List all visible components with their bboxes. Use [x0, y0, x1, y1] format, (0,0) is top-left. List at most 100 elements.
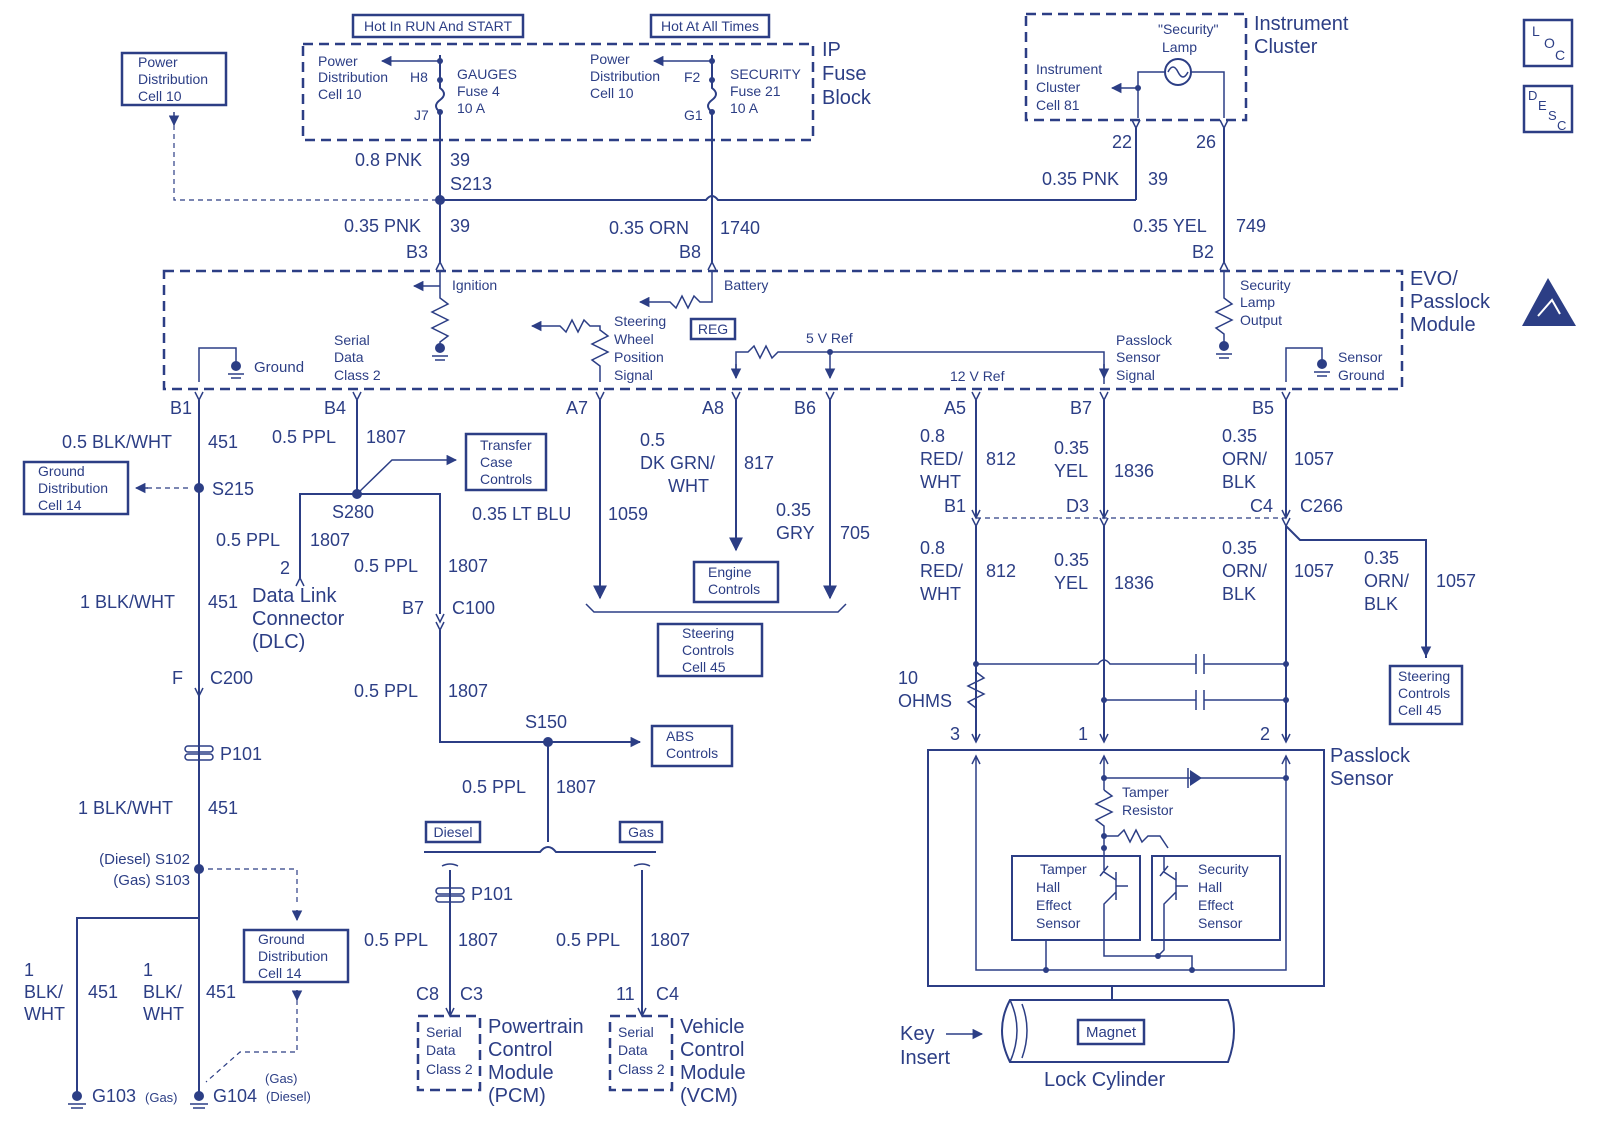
svg-text:D3: D3	[1066, 496, 1089, 516]
svg-text:P101: P101	[220, 744, 262, 764]
svg-text:L: L	[1532, 23, 1540, 39]
svg-text:Power: Power	[138, 54, 178, 70]
svg-text:BLK: BLK	[1222, 472, 1256, 492]
steering-controls-cell-45-right-box[interactable]: Steering Controls Cell 45	[1388, 664, 1464, 726]
svg-text:(Diesel) S102: (Diesel) S102	[99, 851, 190, 868]
abs-controls-box[interactable]: ABS Controls	[650, 724, 734, 768]
svg-text:Controls: Controls	[666, 745, 718, 761]
svg-text:C: C	[1557, 118, 1566, 133]
ground-distribution-cell-14-bottom[interactable]: Ground Distribution Cell 14	[242, 928, 350, 984]
svg-text:Cell 10: Cell 10	[138, 88, 182, 104]
svg-text:2: 2	[280, 558, 290, 578]
svg-text:Data: Data	[334, 349, 364, 365]
svg-text:749: 749	[1236, 216, 1266, 236]
transfer-case-controls-box[interactable]: Transfer Case Controls	[464, 432, 548, 492]
svg-text:Steering: Steering	[1398, 668, 1450, 684]
svg-text:Security: Security	[1198, 861, 1249, 877]
security-hall-sensor: Security Hall Effect Sensor	[1151, 855, 1281, 941]
svg-text:A7: A7	[566, 398, 588, 418]
svg-text:Insert: Insert	[900, 1047, 950, 1069]
svg-text:1057: 1057	[1294, 561, 1334, 581]
loc-icon[interactable]: L O C	[1522, 18, 1574, 68]
svg-text:Distribution: Distribution	[258, 948, 328, 964]
passlock-sensor: Passlock Sensor Tamper Resistor Tamper H…	[927, 745, 1411, 1000]
svg-text:(Diesel): (Diesel)	[266, 1089, 311, 1104]
svg-text:B5: B5	[1252, 398, 1274, 418]
svg-text:Cell 14: Cell 14	[38, 497, 82, 513]
svg-text:2: 2	[1260, 724, 1270, 744]
svg-text:Module: Module	[1410, 314, 1476, 336]
svg-text:0.5 PPL: 0.5 PPL	[272, 427, 336, 447]
esd-warning-icon	[1522, 278, 1576, 326]
svg-text:Control: Control	[680, 1039, 744, 1061]
svg-text:451: 451	[88, 982, 118, 1002]
svg-text:ORN/: ORN/	[1222, 449, 1267, 469]
gas-label: Gas	[618, 820, 664, 844]
svg-text:0.35: 0.35	[1364, 548, 1399, 568]
svg-text:Block: Block	[822, 87, 872, 109]
svg-text:Distribution: Distribution	[38, 480, 108, 496]
svg-text:Cell 10: Cell 10	[318, 86, 362, 102]
svg-text:Effect: Effect	[1036, 897, 1072, 913]
p101-connector-bottom	[435, 887, 465, 903]
svg-text:0.35 PNK: 0.35 PNK	[344, 216, 421, 236]
svg-text:1: 1	[1078, 724, 1088, 744]
power-distribution-cell-10-box[interactable]: Power Distribution Cell 10	[120, 51, 228, 107]
svg-text:Key: Key	[900, 1023, 934, 1045]
svg-text:Fuse: Fuse	[822, 63, 866, 85]
desc-icon[interactable]: D E S C	[1522, 84, 1574, 134]
svg-text:DK GRN/: DK GRN/	[640, 453, 715, 473]
engine-controls-box[interactable]: Engine Controls	[692, 560, 780, 604]
steering-controls-cell-45-box[interactable]: Steering Controls Cell 45	[656, 622, 764, 678]
svg-text:Distribution: Distribution	[138, 71, 208, 87]
svg-text:1 BLK/WHT: 1 BLK/WHT	[78, 798, 173, 818]
svg-text:Passlock: Passlock	[1330, 745, 1411, 767]
svg-text:Controls: Controls	[1398, 685, 1450, 701]
svg-text:ORN/: ORN/	[1222, 561, 1267, 581]
svg-text:1836: 1836	[1114, 461, 1154, 481]
svg-text:0.5 PPL: 0.5 PPL	[354, 556, 418, 576]
svg-text:F: F	[172, 668, 183, 688]
svg-text:Sensor: Sensor	[1330, 768, 1394, 790]
svg-text:(Gas): (Gas)	[265, 1071, 298, 1086]
svg-text:3: 3	[950, 724, 960, 744]
svg-text:0.8: 0.8	[920, 538, 945, 558]
svg-text:5 V Ref: 5 V Ref	[806, 330, 853, 346]
svg-text:G104: G104	[213, 1086, 257, 1106]
vcm-module: Serial Data Class 2 Vehicle Control Modu…	[608, 1014, 746, 1107]
svg-text:Sensor: Sensor	[1198, 915, 1243, 931]
svg-text:Connector: Connector	[252, 608, 345, 630]
svg-text:1: 1	[24, 960, 34, 980]
svg-text:Security: Security	[1240, 277, 1291, 293]
svg-text:Controls: Controls	[682, 642, 734, 658]
svg-text:E: E	[1538, 98, 1547, 113]
svg-text:Output: Output	[1240, 312, 1282, 328]
svg-text:Signal: Signal	[614, 367, 653, 383]
svg-text:SECURITY: SECURITY	[730, 66, 801, 82]
svg-text:10 A: 10 A	[730, 100, 759, 116]
ip-fuse-block: IP Fuse Block Power Distribution Cell 10…	[301, 39, 872, 142]
svg-text:B6: B6	[794, 398, 816, 418]
svg-text:0.35: 0.35	[1222, 538, 1257, 558]
svg-text:Wheel: Wheel	[614, 331, 654, 347]
svg-text:YEL: YEL	[1054, 573, 1088, 593]
svg-text:1807: 1807	[556, 777, 596, 797]
svg-text:WHT: WHT	[24, 1004, 65, 1024]
svg-text:J7: J7	[414, 107, 429, 123]
ground-distribution-cell-14-top[interactable]: Ground Distribution Cell 14	[22, 460, 130, 516]
svg-text:B7: B7	[402, 598, 424, 618]
svg-text:S213: S213	[450, 174, 492, 194]
svg-text:705: 705	[840, 523, 870, 543]
svg-text:(Gas) S103: (Gas) S103	[113, 872, 190, 889]
svg-text:Power: Power	[590, 51, 630, 67]
svg-text:1059: 1059	[608, 504, 648, 524]
svg-text:Cluster: Cluster	[1036, 79, 1081, 95]
svg-text:10: 10	[898, 668, 918, 688]
instrument-cluster: Instrument Cluster "Security" Lamp Instr…	[1024, 12, 1349, 152]
connector-c266	[971, 509, 1291, 528]
svg-text:1740: 1740	[720, 218, 760, 238]
svg-text:OHMS: OHMS	[898, 691, 952, 711]
svg-text:BLK: BLK	[1364, 594, 1398, 614]
svg-text:Ignition: Ignition	[452, 277, 497, 293]
lock-cylinder: Magnet Lock Cylinder	[1001, 999, 1235, 1091]
